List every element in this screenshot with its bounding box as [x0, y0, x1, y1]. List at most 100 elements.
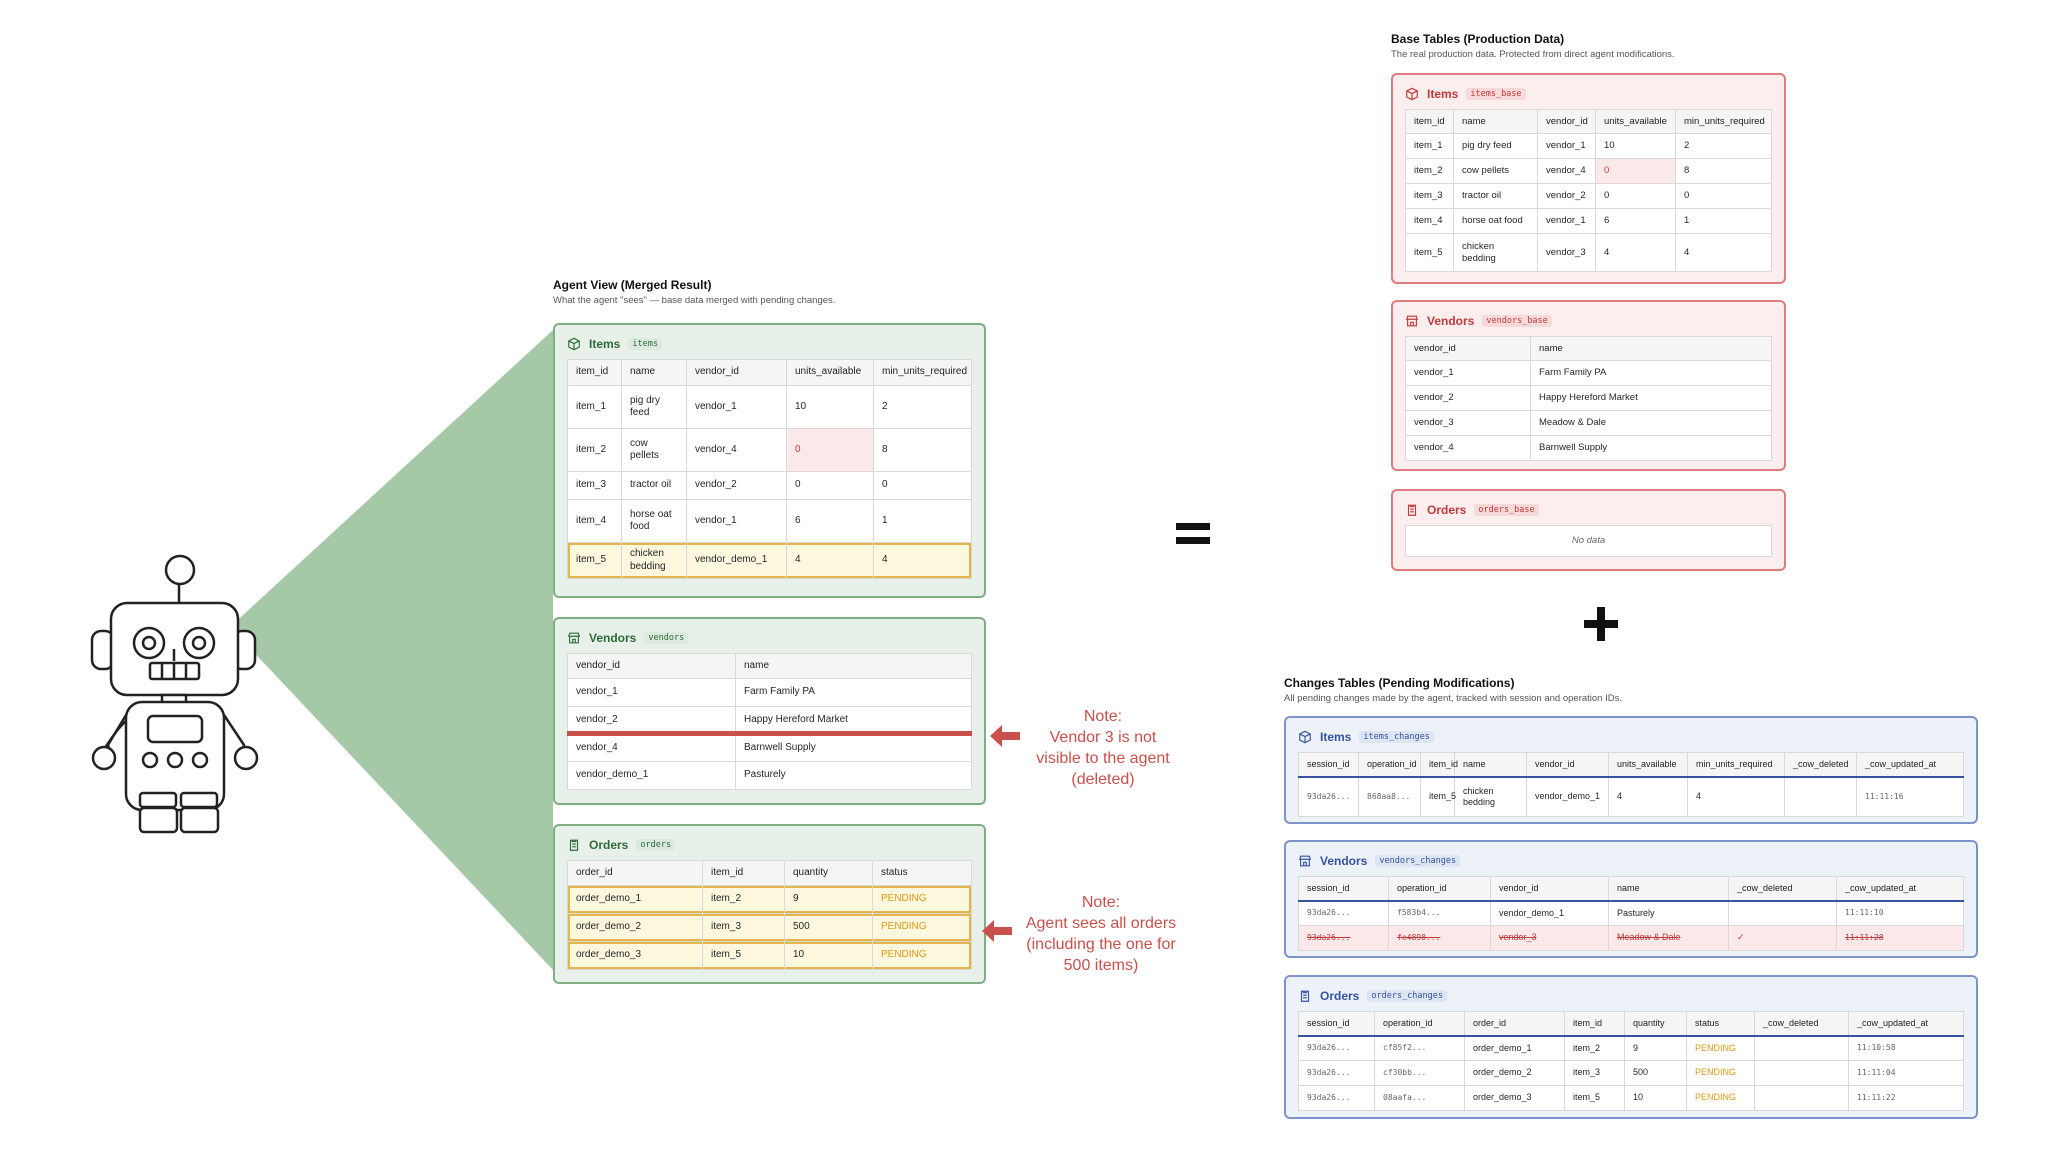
cell: Happy Hereford Market	[735, 706, 972, 735]
col-header: _cow_updated_at	[1836, 876, 1964, 902]
agent-orders-title: Orders	[589, 838, 629, 852]
base-orders-header: Orders orders_base	[1405, 499, 1772, 521]
cell	[1784, 776, 1857, 817]
col-header: _cow_updated_at	[1856, 752, 1964, 778]
cell: order_demo_2	[1464, 1060, 1565, 1086]
cell: 93da26...	[1298, 1085, 1375, 1111]
col-header: session_id	[1298, 876, 1389, 902]
status-cell: PENDING	[872, 941, 972, 970]
cell: chicken bedding	[621, 542, 687, 579]
agent-view-cone	[230, 330, 553, 970]
agent-vendors-header: Vendors vendors	[567, 627, 972, 649]
note-line: (deleted)	[1071, 771, 1135, 788]
table-row: vendor_2 Happy Hereford Market	[1405, 385, 1772, 411]
clipboard-icon	[1407, 504, 1417, 516]
col-header: vendor_id	[686, 359, 787, 386]
col-header: operation_id	[1388, 876, 1491, 902]
note-line: visible to the agent	[1036, 750, 1170, 767]
cell: 4	[1608, 776, 1688, 817]
box-icon	[1299, 730, 1311, 744]
cell: 11:11:10	[1836, 900, 1964, 926]
cell: vendor_3	[1537, 233, 1596, 272]
note-line: Note:	[1083, 708, 1123, 725]
changes-tables-subtitle: All pending changes made by the agent, t…	[1284, 693, 1622, 704]
table-row: item_1 pig dry feed vendor_1 10 2	[1405, 133, 1772, 159]
cell: chicken bedding	[1453, 233, 1538, 272]
cell: 6	[1595, 208, 1676, 234]
base-vendors-table: vendor_id name vendor_1 Farm Family PA v…	[1405, 336, 1772, 461]
cell: vendor_1	[1537, 133, 1596, 159]
cell: cow pellets	[621, 428, 687, 472]
cell: 93da26...	[1298, 1035, 1375, 1061]
cell: order_demo_1	[567, 885, 703, 914]
cell: chicken bedding	[1454, 776, 1527, 817]
table-row: vendor_2 Happy Hereford Market	[567, 706, 972, 735]
col-header: operation_id	[1374, 1011, 1465, 1037]
vendor-note-arrow	[990, 725, 1020, 747]
agent-items-card: Items items item_id name vendor_id units…	[553, 323, 986, 598]
col-header: session_id	[1298, 1011, 1375, 1037]
col-header: _cow_deleted	[1754, 1011, 1849, 1037]
cell: vendor_demo_1	[686, 542, 787, 579]
cell: 0	[873, 471, 972, 500]
cell: 0	[1675, 183, 1772, 209]
changes-items-title: Items	[1320, 730, 1352, 744]
cell: 93da26...	[1298, 900, 1389, 926]
col-header: session_id	[1298, 752, 1359, 778]
cell: vendor_demo_1	[1490, 900, 1609, 926]
cell: Farm Family PA	[735, 678, 972, 707]
changes-vendors-card: Vendors vendors_changes session_id opera…	[1284, 840, 1978, 958]
cell: vendor_1	[686, 385, 787, 429]
cell: Meadow & Dale	[1530, 410, 1772, 436]
cell: item_1	[567, 385, 622, 429]
table-row-highlighted: order_demo_3 item_5 10 PENDING	[567, 941, 972, 970]
cell: 8	[1675, 158, 1772, 184]
table-row-highlighted: item_5 chicken bedding vendor_demo_1 4 4	[567, 542, 972, 579]
col-header: name	[1454, 752, 1527, 778]
cell: 500	[784, 913, 873, 942]
cell: vendor_demo_1	[1526, 776, 1609, 817]
cell: item_2	[567, 428, 622, 472]
cell: 11:11:04	[1848, 1060, 1964, 1086]
col-header: min_units_required	[873, 359, 972, 386]
vendor-note: Note: Vendor 3 is not visible to the age…	[1013, 706, 1193, 790]
equals-operator: =	[1176, 520, 1210, 550]
cell: vendor_2	[1537, 183, 1596, 209]
base-items-card: Items items_base item_id name vendor_id …	[1391, 73, 1786, 284]
cell: 10	[784, 941, 873, 970]
note-line: 500 items)	[1063, 957, 1139, 974]
base-items-header: Items items_base	[1405, 83, 1772, 105]
cell: item_5	[1420, 776, 1456, 817]
status-cell: PENDING	[1686, 1060, 1755, 1086]
col-header: quantity	[784, 860, 873, 886]
changes-items-code: items_changes	[1359, 731, 1434, 743]
cell: 8	[873, 428, 972, 472]
cell: 6	[786, 499, 874, 543]
cell: 0	[1595, 183, 1676, 209]
cell	[1754, 1085, 1849, 1111]
note-line: Agent sees all orders	[1025, 915, 1177, 932]
col-header: _cow_deleted	[1728, 876, 1837, 902]
cell: item_5	[1564, 1085, 1625, 1111]
cell: 11:10:58	[1848, 1035, 1964, 1061]
col-header: name	[735, 653, 972, 679]
store-icon	[1405, 315, 1419, 327]
changes-items-table: session_id operation_id item_id name ven…	[1298, 752, 1964, 817]
cell: f583b4...	[1388, 900, 1491, 926]
base-tables-header: Base Tables (Production Data) The real p…	[1391, 32, 1675, 60]
table-row: vendor_4 Barnwell Supply	[567, 734, 972, 762]
col-header: units_available	[1608, 752, 1688, 778]
col-header: units_available	[1595, 109, 1676, 134]
col-header: vendor_id	[1490, 876, 1609, 902]
table-row: item_1 pig dry feed vendor_1 10 2	[567, 385, 972, 429]
cell: item_5	[567, 542, 622, 579]
cell: vendor_1	[1405, 360, 1531, 386]
cell: 4	[786, 542, 874, 579]
cell: tractor oil	[621, 471, 687, 500]
cell: Pasturely	[1608, 900, 1729, 926]
col-header: min_units_required	[1675, 109, 1772, 134]
col-header: item_id	[567, 359, 622, 386]
cell: vendor_2	[567, 706, 736, 735]
base-vendors-header: Vendors vendors_base	[1405, 310, 1772, 332]
cell: Meadow & Dale	[1608, 925, 1729, 951]
